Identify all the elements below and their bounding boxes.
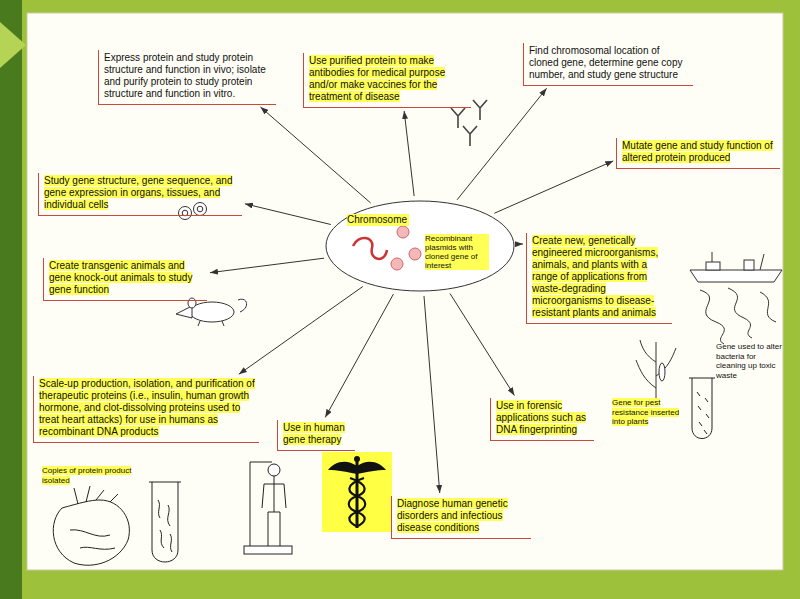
plasmid-circle xyxy=(397,226,409,238)
cell-membrane xyxy=(326,201,514,291)
application-box: Diagnose human genetic disorders and inf… xyxy=(391,496,531,539)
plasmid-circle xyxy=(409,248,421,260)
application-box: Use in human gene therapy xyxy=(277,420,355,451)
chromosome-squiggle xyxy=(353,238,387,259)
test-tube xyxy=(149,482,181,562)
radiating-arrow xyxy=(404,111,414,196)
application-text: Use in human gene therapy xyxy=(283,422,345,445)
radiating-arrow xyxy=(457,88,547,199)
application-box: Use purified protein to make antibodies … xyxy=(303,53,471,108)
radiating-arrow xyxy=(519,243,523,244)
figure-caption: Copies of protein product isolated xyxy=(42,466,142,485)
application-box: Find chromosomal location of cloned gene… xyxy=(523,43,693,86)
application-text: Mutate gene and study function of altere… xyxy=(622,140,773,163)
application-box: Create transgenic animals and gene knock… xyxy=(43,258,207,301)
radiating-arrow xyxy=(450,294,514,396)
corn-plant xyxy=(636,340,676,400)
application-text: Use in forensic applications such as DNA… xyxy=(496,400,586,435)
application-text: Study gene structure, gene sequence, and… xyxy=(44,175,232,210)
application-text: Express protein and study protein struct… xyxy=(104,52,266,99)
radiating-arrow xyxy=(210,258,324,272)
plasmid-circle xyxy=(391,258,403,270)
application-box: Study gene structure, gene sequence, and… xyxy=(38,173,242,216)
figure-caption: Gene for pest resistance inserted into p… xyxy=(612,398,688,427)
caduceus-symbol xyxy=(322,452,392,532)
application-box: Mutate gene and study function of altere… xyxy=(616,138,780,169)
application-box: Create new, genetically engineered micro… xyxy=(526,233,672,324)
application-text: Find chromosomal location of cloned gene… xyxy=(529,45,682,80)
application-box: Use in forensic applications such as DNA… xyxy=(490,398,594,441)
figure-label: Copies of protein product isolated xyxy=(42,466,131,485)
ship-and-river-map xyxy=(690,252,782,344)
cells-icon xyxy=(179,203,207,220)
heart-illustration xyxy=(53,486,129,565)
mouse-icon xyxy=(176,298,247,326)
radiating-arrow xyxy=(245,204,331,225)
application-text: Use purified protein to make antibodies … xyxy=(309,55,445,102)
figure-caption: Gene used to alter bacteria for cleaning… xyxy=(716,342,782,380)
figure-label: Gene for pest resistance inserted into p… xyxy=(612,398,679,426)
application-text: Create new, genetically engineered micro… xyxy=(532,235,658,318)
application-box: Express protein and study protein struct… xyxy=(98,50,276,105)
bacteria-tube xyxy=(689,378,715,439)
cell-label: Recombinant plasmids with cloned gene of… xyxy=(425,234,489,270)
cell-ellipse: ChromosomeRecombinant plasmids with clon… xyxy=(325,200,515,292)
cell-label: Chromosome xyxy=(347,214,409,226)
radiating-arrow xyxy=(325,294,393,417)
application-text: Create transgenic animals and gene knock… xyxy=(49,260,192,295)
radiating-arrow xyxy=(260,107,370,203)
application-text: Diagnose human genetic disorders and inf… xyxy=(397,498,508,533)
radiating-arrow xyxy=(494,161,613,213)
person-on-scale xyxy=(244,462,292,554)
application-box: Scale-up production, isolation, and puri… xyxy=(33,376,259,443)
application-text: Scale-up production, isolation, and puri… xyxy=(39,378,255,437)
radiating-arrow xyxy=(424,296,440,493)
antibody-symbols xyxy=(451,100,487,146)
figure-label: Gene used to alter bacteria for cleaning… xyxy=(716,342,782,380)
radiating-arrow xyxy=(239,287,363,375)
